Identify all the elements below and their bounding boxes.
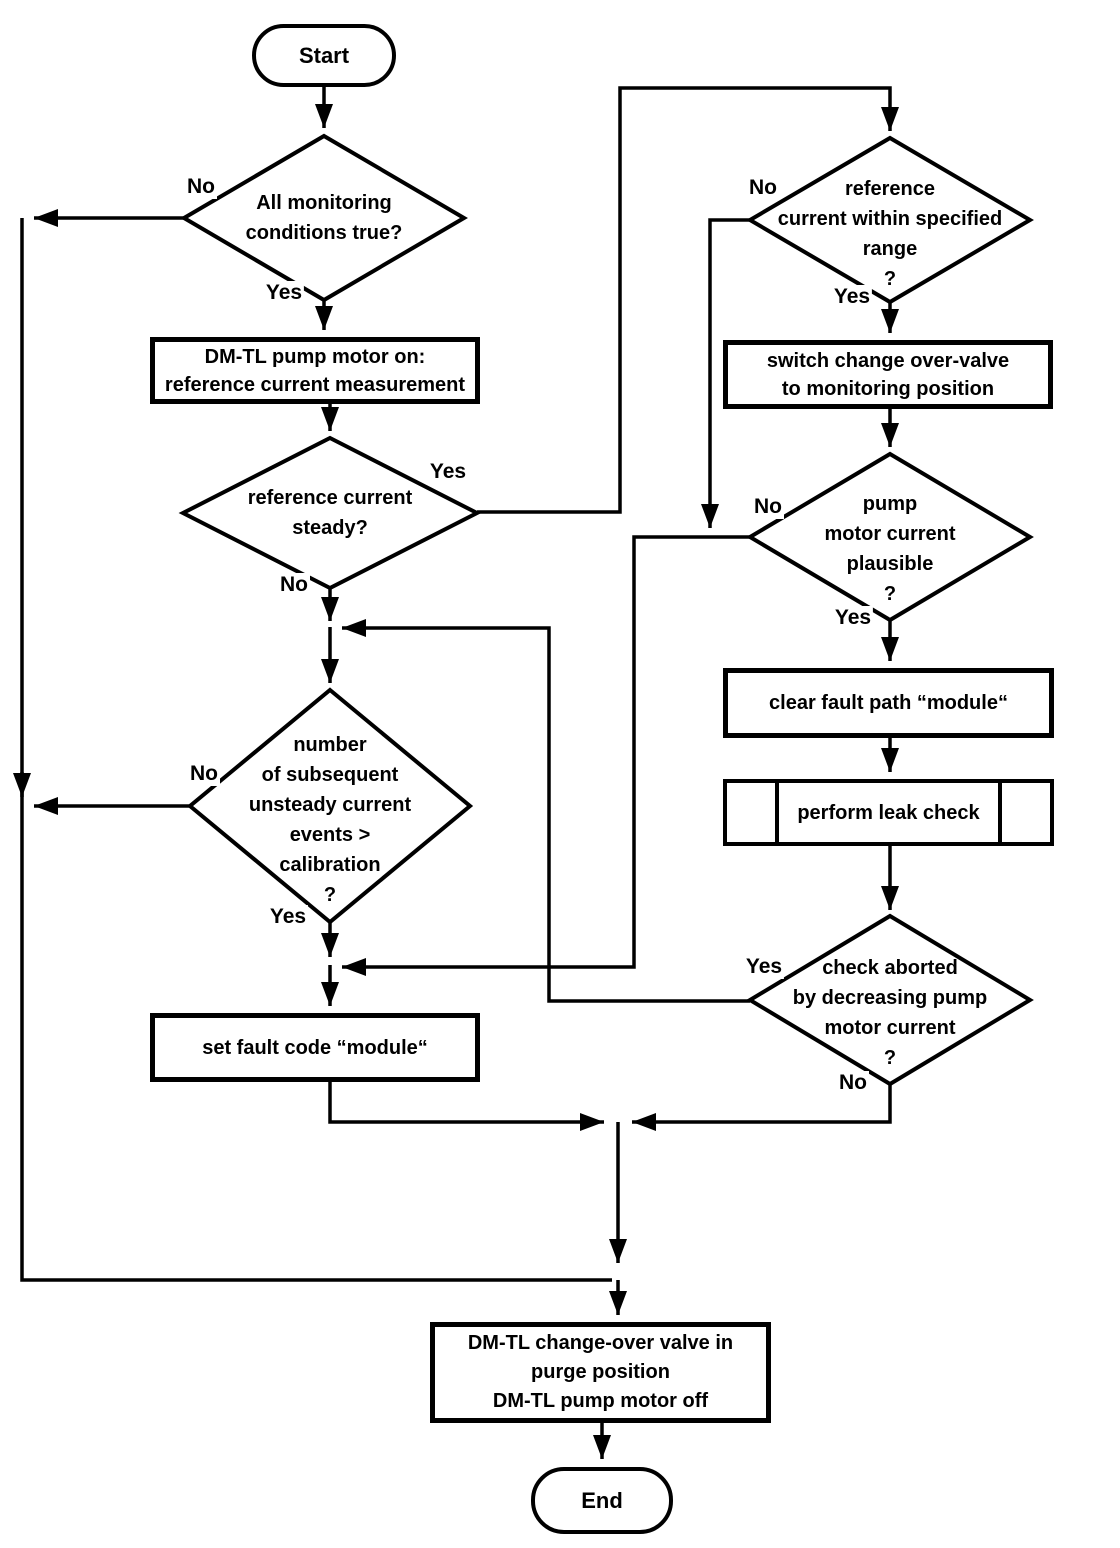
label-monitoring-no: No [185, 175, 217, 199]
decision-unsteady-events: number of subsequent unsteady current ev… [190, 690, 470, 922]
decision-reference-steady-label: reference current steady? [247, 487, 413, 539]
edge-plausible-no-to-merge [342, 535, 750, 976]
process-valve-purge-pump-off-label: DM-TL change-over valve in purge positio… [467, 1332, 734, 1412]
decision-all-monitoring-label: All monitoring conditions true? [245, 192, 403, 244]
label-aborted-yes: Yes [743, 955, 785, 979]
label-events-no: No [188, 762, 220, 786]
terminator-end: End [531, 1467, 673, 1534]
edge-left-bypass-line [20, 218, 612, 1282]
label-monitoring-yes: Yes [263, 281, 305, 305]
process-clear-fault-path: clear fault path “module“ [723, 668, 1054, 738]
label-steady-yes: Yes [427, 460, 469, 484]
process-valve-purge-pump-off: DM-TL change-over valve in purge positio… [430, 1322, 771, 1423]
process-pump-motor-on-label: DM-TL pump motor on: reference current m… [164, 345, 466, 396]
label-aborted-no: No [837, 1071, 869, 1095]
decision-unsteady-events-label: number of subsequent unsteady current ev… [248, 734, 412, 906]
edge-aborted-no-to-merge [632, 1084, 892, 1131]
decision-reference-range: reference current within specified range… [750, 138, 1030, 302]
decision-check-aborted-shape [746, 913, 1034, 1087]
terminator-start: Start [252, 24, 396, 87]
process-switch-change-over-valve: switch change over-valve to monitoring p… [723, 340, 1053, 409]
terminator-start-label: Start [298, 42, 350, 68]
decision-all-monitoring-shape [180, 133, 468, 303]
terminator-end-label: End [581, 1487, 623, 1513]
process-pump-motor-on: DM-TL pump motor on: reference current m… [150, 337, 480, 404]
predefined-process-right-bar [998, 783, 1002, 842]
predefined-process-perform-leak-check-label: perform leak check [797, 801, 980, 824]
label-steady-no: No [278, 573, 310, 597]
decision-all-monitoring: All monitoring conditions true? [184, 136, 464, 300]
label-plausible-no: No [752, 495, 784, 519]
decision-reference-steady-shape [178, 435, 482, 591]
predefined-process-left-bar [775, 783, 779, 842]
predefined-process-perform-leak-check: perform leak check [723, 779, 1054, 846]
decision-reference-steady: reference current steady? [183, 438, 477, 588]
decision-current-plausible: pump motor current plausible ? [750, 454, 1030, 620]
label-range-no: No [747, 176, 779, 200]
edge-set-fault-to-merge [328, 1081, 604, 1131]
process-clear-fault-path-label: clear fault path “module“ [769, 692, 1008, 714]
edge-range-no-join [701, 218, 750, 528]
edge-aborted-yes-loop [342, 619, 750, 1003]
process-switch-change-over-valve-label: switch change over-valve to monitoring p… [766, 349, 1010, 400]
decision-current-plausible-shape [746, 451, 1034, 623]
label-events-yes: Yes [267, 905, 309, 929]
decision-unsteady-events-shape [186, 687, 474, 925]
decision-reference-range-label: reference current within specified range… [777, 178, 1003, 290]
decision-reference-range-shape [746, 135, 1034, 305]
decision-check-aborted-label: check aborted by decreasing pump motor c… [792, 957, 988, 1069]
process-set-fault-code: set fault code “module“ [150, 1013, 480, 1082]
label-plausible-yes: Yes [832, 606, 874, 630]
label-range-yes: Yes [831, 285, 873, 309]
decision-current-plausible-label: pump motor current plausible ? [824, 493, 956, 605]
process-set-fault-code-label: set fault code “module“ [202, 1036, 428, 1059]
decision-check-aborted: check aborted by decreasing pump motor c… [750, 916, 1030, 1084]
edge-steady-yes-to-range-check [477, 86, 899, 514]
